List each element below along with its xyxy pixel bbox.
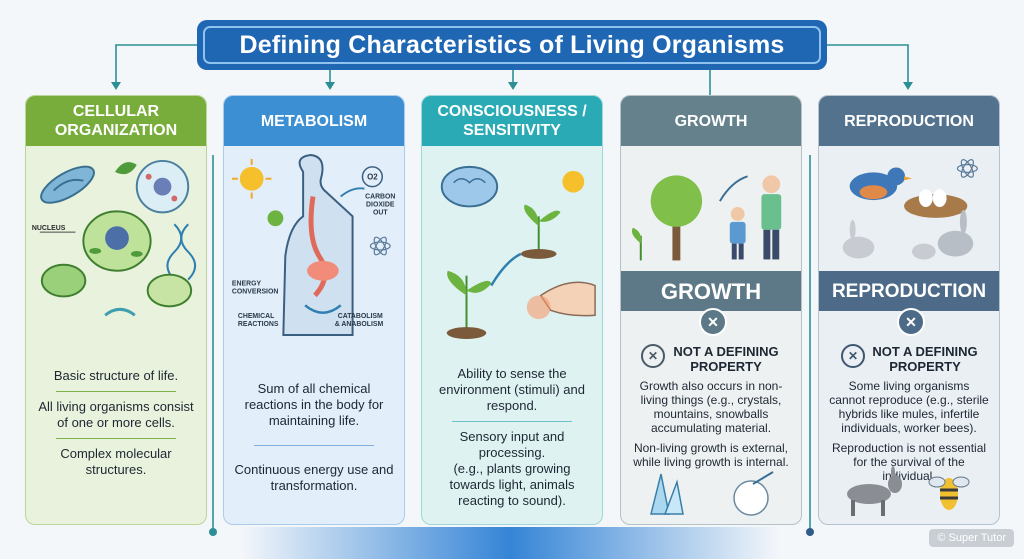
page-title: Defining Characteristics of Living Organ… — [203, 26, 821, 64]
sun-icon — [562, 170, 585, 193]
metabolism-header: METABOLISM — [224, 96, 404, 146]
snowball-icon — [733, 471, 774, 516]
metabolism-text-1: Sum of all chemical reactions in the bod… — [244, 381, 384, 428]
catabolism-label: CATABOLISM& ANABOLISM — [335, 313, 384, 328]
cellular-text-1: Basic structure of life. — [53, 368, 179, 383]
consciousness-text-1: Ability to sense the environment (stimul… — [439, 366, 585, 413]
reproduction-example-illustration — [847, 466, 970, 516]
watermark: © Super Tutor — [929, 529, 1014, 547]
growth-illustration — [631, 175, 782, 261]
consciousness-header-line2: SENSITIVITY — [463, 122, 561, 139]
growth-text-1: Growth also occurs in non-living things … — [639, 379, 783, 435]
tree-icon — [631, 175, 703, 261]
leaf-icon — [115, 162, 137, 175]
not-defining-icon: ✕ — [641, 344, 665, 368]
not-defining-icon: ✕ — [841, 344, 865, 368]
adult-icon — [761, 175, 782, 260]
plant-cell-icon — [82, 210, 152, 272]
consciousness-header-line1: CONSCIOUSNESS / — [437, 103, 587, 120]
brain-icon — [440, 165, 499, 208]
column-reproduction: REPRODUCTION REPRODUCTION ✕ ✕ NOT A DEFI… — [818, 95, 1000, 525]
sun-icon — [231, 158, 272, 199]
consciousness-illustration — [440, 165, 596, 339]
reproduction-text-2: Reproduction is not essential for the su… — [831, 441, 987, 483]
bird-icon — [849, 167, 912, 201]
title-banner: Defining Characteristics of Living Organ… — [197, 20, 827, 70]
growth-ribbon — [621, 271, 801, 311]
cellular-header-line2: ORGANIZATION — [54, 122, 178, 139]
consciousness-text-3: (e.g., plants growing towards light, ani… — [449, 461, 575, 508]
dna-icon — [166, 223, 197, 281]
atom-icon — [369, 236, 391, 256]
reproduction-illustration — [842, 159, 978, 260]
cell-icon — [135, 159, 190, 214]
rabbit-icon — [842, 209, 974, 260]
o2-label: O2 — [367, 173, 378, 182]
growth-ribbon-text: GROWTH — [660, 279, 762, 304]
reproduction-text-1: Some living organisms cannot reproduce (… — [829, 379, 989, 435]
child-icon — [729, 207, 746, 260]
column-growth: GROWTH GROWTH ✕ ✕ NOT A DEFINING PROPERT… — [620, 95, 802, 525]
cellular-header-line1: CELLULAR — [72, 103, 160, 120]
consciousness-header: CONSCIOUSNESS / SENSITIVITY — [422, 96, 602, 146]
metabolism-text-2: Continuous energy use and transformation… — [234, 462, 394, 493]
growth-badge: NOT A DEFINING PROPERTY — [673, 344, 779, 374]
sprout-icon — [520, 204, 561, 259]
apple-icon — [267, 210, 284, 227]
reproduction-ribbon — [819, 271, 999, 311]
cross-icon: ✕ — [897, 308, 925, 336]
column-consciousness: CONSCIOUSNESS / SENSITIVITY Ability to se… — [421, 95, 603, 525]
footer-glow — [240, 527, 780, 559]
reproduction-header: REPRODUCTION — [819, 96, 999, 146]
bee-icon — [928, 476, 970, 510]
growth-header: GROWTH — [621, 96, 801, 146]
cellular-text-2: All living organisms consist of one or m… — [38, 399, 194, 430]
reproduction-badge: NOT A DEFINING PROPERTY — [872, 344, 978, 374]
nucleus-label: NUCLEUS — [32, 225, 66, 232]
nest-icon — [904, 189, 968, 218]
mule-icon — [847, 466, 902, 516]
column-cellular-organization: CELLULAR ORGANIZATION NUCLEUS Basic struc… — [25, 95, 207, 525]
growth-nonliving-illustration — [650, 471, 774, 516]
consciousness-text-2: Sensory input and processing. — [459, 429, 565, 460]
human-digestive-icon — [282, 154, 354, 336]
hand-icon — [526, 281, 596, 320]
crystal-icon — [650, 473, 684, 515]
cross-icon: ✕ — [699, 308, 727, 336]
growth-text-2: Non-living growth is external, while liv… — [633, 441, 789, 469]
cell-illustration: NUCLEUS — [32, 159, 197, 317]
atom-icon — [956, 159, 978, 178]
reproduction-ribbon-text: REPRODUCTION — [831, 281, 987, 302]
bacterium-icon — [40, 165, 95, 204]
cellular-text-3: Complex molecular structures. — [60, 446, 172, 477]
cellular-header: CELLULAR ORGANIZATION — [26, 96, 206, 146]
